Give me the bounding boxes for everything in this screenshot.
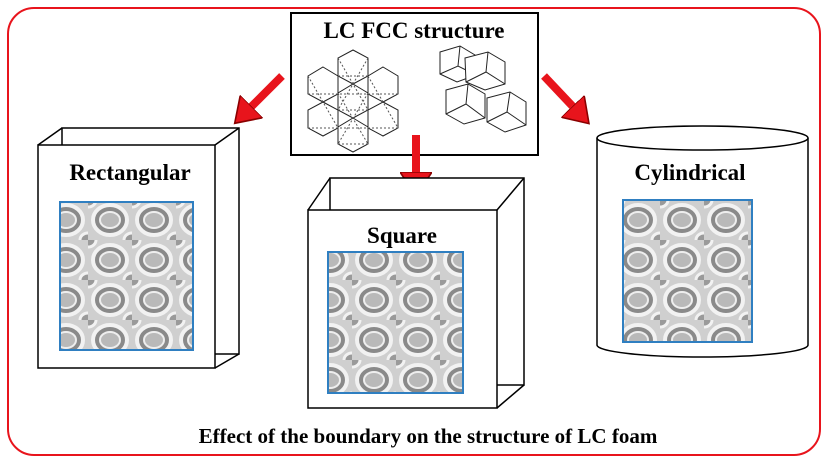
cylindrical-container: Cylindrical xyxy=(596,125,809,358)
lc-fcc-title: LC FCC structure xyxy=(324,18,505,43)
square-foam-image xyxy=(327,251,464,394)
square-label: Square xyxy=(367,223,437,248)
rhombic-dodecahedra-icon xyxy=(439,45,527,133)
cylindrical-foam-image xyxy=(622,199,753,343)
lc-fcc-structure-box: LC FCC structure xyxy=(290,12,539,156)
rectangular-foam-image xyxy=(59,201,194,351)
hexagon-tiling-icon xyxy=(307,49,399,153)
arrow-to-rectangular xyxy=(246,73,285,112)
square-container: Square xyxy=(307,177,525,409)
arrow-to-cylindrical xyxy=(541,73,578,112)
outer-frame xyxy=(7,7,821,456)
rectangular-label: Rectangular xyxy=(69,160,190,185)
rectangular-container: Rectangular xyxy=(37,127,240,369)
caption: Effect of the boundary on the structure … xyxy=(199,424,658,448)
cylindrical-label: Cylindrical xyxy=(634,160,745,185)
